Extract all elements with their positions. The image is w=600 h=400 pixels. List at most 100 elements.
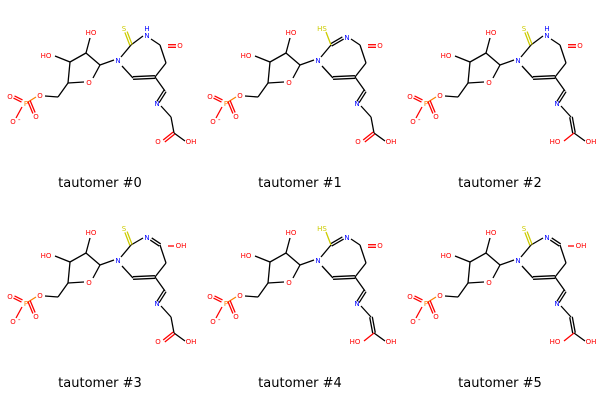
bond [44, 295, 59, 298]
bond [257, 82, 269, 98]
imine-bond [358, 291, 367, 304]
imine-bond [556, 89, 565, 102]
bond [269, 52, 287, 63]
bond [492, 264, 501, 279]
imine-nitrogen: N [154, 300, 159, 308]
hydroxyl-top: HO [86, 229, 97, 237]
ring-double-bond [132, 275, 155, 278]
bond [285, 252, 301, 266]
bond [485, 252, 501, 266]
ring-oxygen: O [286, 279, 292, 287]
imine-bond [356, 89, 365, 102]
p-o-bond [215, 106, 223, 119]
bond [360, 305, 372, 318]
ring-double-bond [332, 75, 355, 78]
p-double-o [14, 95, 23, 101]
bond [521, 265, 534, 279]
bond [554, 62, 567, 78]
thione-bond [124, 32, 131, 46]
bond [321, 65, 334, 79]
carbonyl-oxygen: O [355, 138, 361, 146]
enol-hydroxyl: HO [550, 338, 561, 346]
ring-double-bond [533, 277, 556, 280]
ring-nitrogen-1: N [115, 57, 120, 65]
p-o-bond [15, 306, 23, 319]
bond [154, 276, 166, 292]
bond [292, 64, 301, 79]
phosphate-anion-oxygen: O [10, 118, 16, 126]
bond [521, 65, 534, 79]
p-double-o [27, 301, 34, 314]
phosphate-anion-oxygen: O [10, 318, 16, 326]
enol-hydroxyl: OH [586, 338, 597, 346]
ring-oxygen: O [86, 79, 92, 87]
bond [573, 332, 586, 342]
anion-charge: - [218, 116, 221, 124]
bond [54, 55, 71, 63]
ring-double-bond [149, 239, 160, 247]
enol-double-bond [569, 117, 574, 134]
thione-sulfur: S [522, 25, 527, 33]
bond [130, 237, 144, 246]
bond [499, 259, 515, 266]
bond [285, 237, 291, 254]
anion-charge: - [418, 116, 421, 124]
bond [267, 81, 285, 84]
bond [299, 259, 315, 266]
tautomer-caption: tautomer #2 [458, 176, 542, 191]
bond [159, 244, 167, 264]
hydroxyl-left: HO [241, 252, 252, 260]
p-o-bond [215, 306, 223, 319]
ester-oxygen: O [237, 92, 243, 100]
p-double-o [214, 95, 223, 101]
keto-oxygen: O [377, 242, 383, 250]
acid-hydroxyl: OH [186, 138, 197, 146]
bond [67, 261, 71, 284]
ring-double-bond [330, 36, 343, 45]
bond [444, 95, 459, 98]
ring-double-bond [551, 237, 562, 245]
bond [350, 238, 361, 246]
tautomer-caption: tautomer #1 [258, 176, 342, 191]
imine-bond [558, 291, 567, 304]
bond [560, 305, 572, 318]
bond [244, 95, 259, 98]
thione-bond [524, 232, 531, 246]
bond [254, 255, 271, 263]
p-double-o [227, 301, 234, 314]
p-double-o [413, 97, 422, 103]
bond [444, 295, 459, 298]
carbonyl-bond [362, 131, 374, 141]
tautomer-caption: tautomer #3 [58, 376, 142, 391]
bond [170, 316, 175, 334]
ester-oxygen: O [37, 292, 43, 300]
nh-hydrogen: H [144, 25, 149, 33]
bond [85, 252, 101, 266]
bond [467, 61, 471, 84]
ring-double-bond [532, 275, 555, 278]
bond [160, 305, 172, 318]
hydroxyl-top: HO [486, 29, 497, 37]
bond [559, 44, 567, 64]
enol-hydroxyl: OH [176, 242, 187, 250]
ester-oxygen: O [437, 292, 443, 300]
ester-oxygen: O [37, 92, 43, 100]
imine-bond [158, 91, 167, 104]
thiol-bond [325, 31, 332, 46]
phosphate-anion-oxygen: O [410, 118, 416, 126]
phosphorus: P [24, 300, 28, 308]
bond [350, 38, 361, 46]
bond [257, 282, 269, 298]
bond [359, 244, 367, 264]
bond [269, 252, 287, 263]
carbonyl-oxygen: O [155, 138, 161, 146]
bond [530, 35, 544, 46]
bond [254, 55, 271, 63]
p-double-o [29, 100, 36, 113]
